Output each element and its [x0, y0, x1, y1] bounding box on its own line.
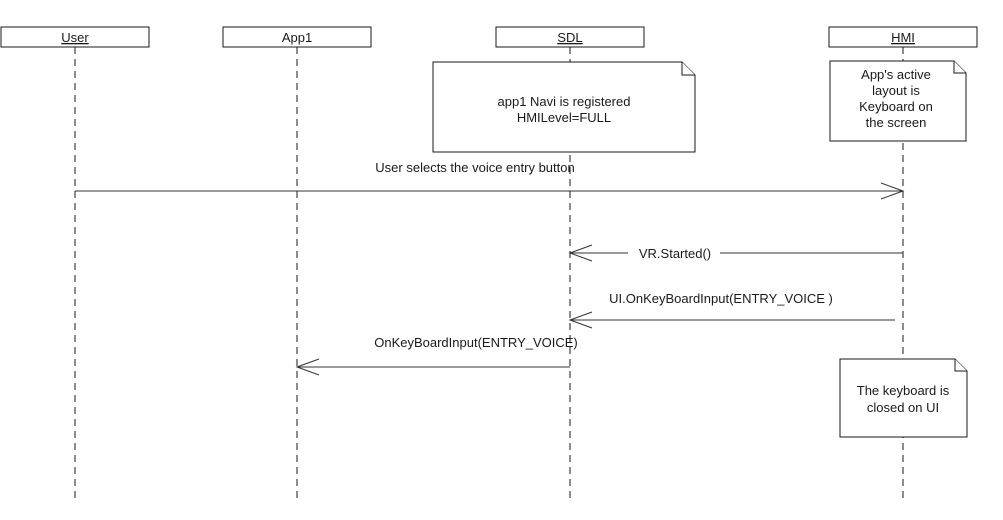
message-onkeyboard-label: OnKeyBoardInput(ENTRY_VOICE)	[374, 335, 578, 350]
actor-hmi: HMI	[828, 26, 978, 48]
actor-user-label: User	[61, 30, 89, 45]
actor-app1-label: App1	[282, 30, 312, 45]
note-hmi-closed-line-1: The keyboard is	[857, 383, 950, 398]
note-hmi-closed: The keyboard is closed on UI	[839, 358, 968, 438]
message-vr-started-label: VR.Started()	[639, 246, 711, 261]
note-hmi-layout-line-1: App's active	[861, 67, 931, 82]
actor-app1: App1	[222, 26, 372, 48]
message-voice-entry-label: User selects the voice entry button	[375, 160, 574, 175]
message-onkeyboard: OnKeyBoardInput(ENTRY_VOICE)	[295, 335, 578, 376]
note-hmi-layout-line-3: Keyboard on	[859, 99, 933, 114]
message-vr-started: VR.Started()	[568, 244, 903, 262]
message-voice-entry: User selects the voice entry button	[75, 160, 905, 200]
note-hmi-layout: App's active layout is Keyboard on the s…	[829, 60, 967, 142]
message-ui-onkeyboard-label: UI.OnKeyBoardInput(ENTRY_VOICE )	[609, 291, 833, 306]
note-hmi-closed-line-2: closed on UI	[867, 400, 939, 415]
note-hmi-layout-line-2: layout is	[872, 83, 920, 98]
note-sdl-line-1: app1 Navi is registered	[498, 94, 631, 109]
actor-hmi-label: HMI	[891, 30, 915, 45]
note-sdl: app1 Navi is registered HMILevel=FULL	[432, 61, 696, 153]
actor-sdl-label: SDL	[557, 30, 582, 45]
actor-sdl: SDL	[495, 26, 645, 48]
actor-user: User	[0, 26, 150, 48]
message-ui-onkeyboard: UI.OnKeyBoardInput(ENTRY_VOICE )	[568, 291, 895, 329]
note-hmi-layout-line-4: the screen	[866, 115, 927, 130]
note-sdl-line-2: HMILevel=FULL	[517, 110, 611, 125]
